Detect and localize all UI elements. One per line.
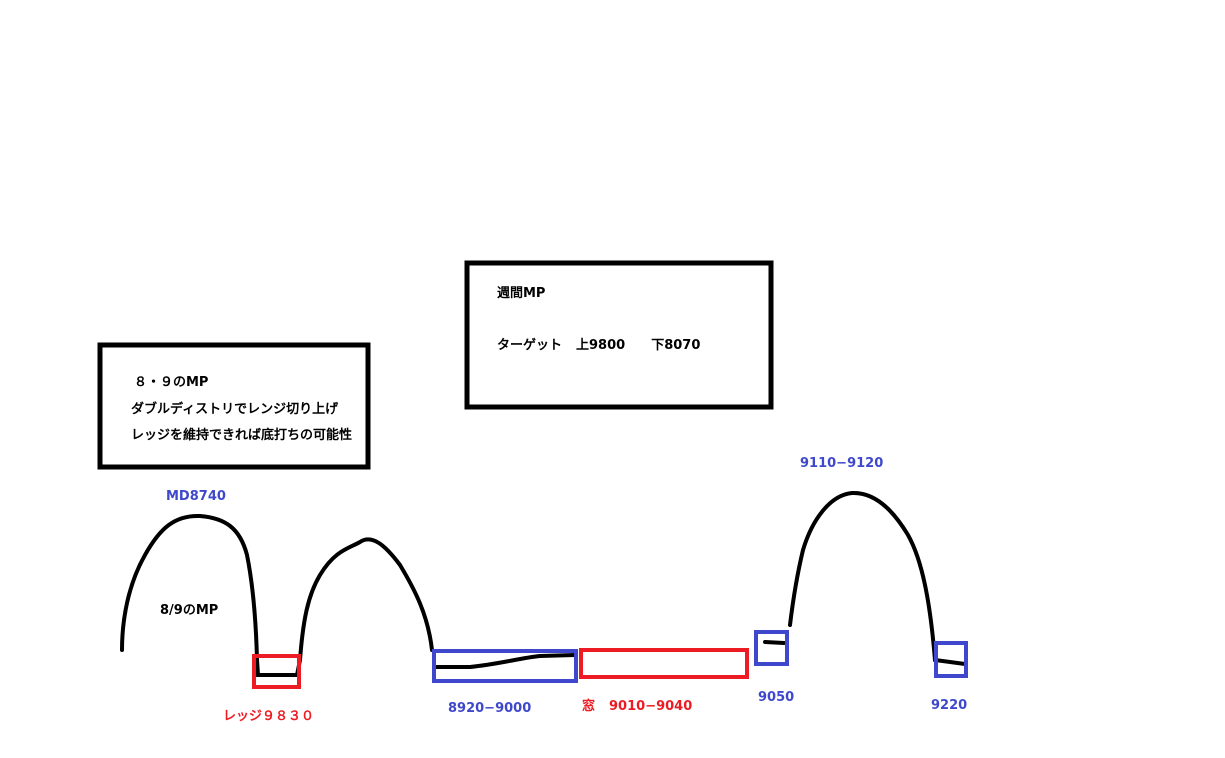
price-curve-left [120,513,434,677]
range-8920-box [432,649,578,683]
window-box [579,648,749,679]
target-label: ターゲット [497,338,563,353]
left-note-box [97,342,371,470]
level-9220-label: 9220 [931,698,968,713]
mp-89-label: 8/9のMP [160,603,219,618]
left-note-line2: ダブルディストリでレンジ切り上げ [131,402,339,417]
window-word: 窓 [582,699,596,714]
left-note-line3: レッジを維持できれば底打ちの可能性 [131,428,353,443]
md-label: MD8740 [166,489,226,504]
ledge-box [252,654,301,689]
ledge-label: レッジ９８３０ [223,709,315,724]
target-upper: 上9800 [576,338,626,353]
right-note-title: 週間MP [497,286,546,301]
window-label: 窓 9010−9040 [582,695,692,714]
target-lower: 下8070 [651,338,701,353]
range-8920-label: 8920−9000 [448,701,532,716]
level-9050-box [754,630,789,666]
level-9110-label: 9110−9120 [800,456,884,471]
right-note-target: ターゲット上9800 下8070 [497,334,700,353]
level-9050-label: 9050 [758,690,795,705]
price-curve-right [788,490,967,666]
left-note-line1: ８・９のMP [134,375,209,390]
level-9220-box [934,641,968,678]
right-note-box [464,260,774,410]
window-range: 9010−9040 [609,699,693,714]
price-curve-9050 [763,640,786,645]
price-curve-mid [434,653,577,669]
